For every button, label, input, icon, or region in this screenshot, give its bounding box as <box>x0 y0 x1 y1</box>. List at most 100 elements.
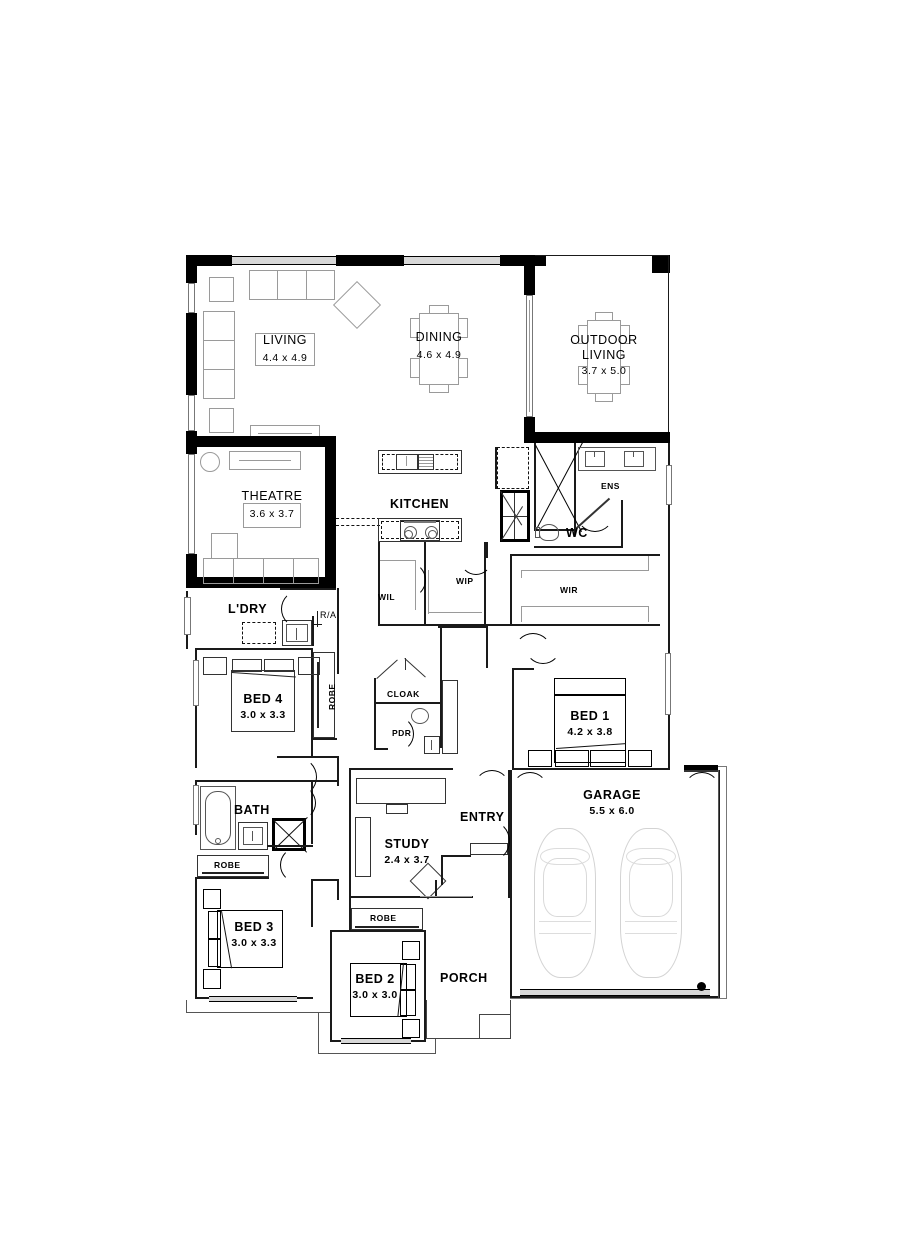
wall-wir-west <box>510 554 512 626</box>
room-dim-garage: 5.5 x 6.0 <box>589 805 635 817</box>
dining-chair-w1 <box>410 318 420 338</box>
wil-shelf <box>380 560 416 561</box>
bed1-bedside-2 <box>628 750 652 767</box>
study-desk <box>356 778 446 804</box>
ens-shower-dashed <box>497 447 529 489</box>
label-robe-bed2: ROBE <box>370 913 397 923</box>
wall-wc-south <box>534 546 623 548</box>
wall-study-north <box>349 768 453 770</box>
exterior-wall-top-left <box>186 255 232 266</box>
door-swing-front <box>468 820 510 862</box>
wall-hall-east <box>486 542 488 558</box>
label-robe-bed4: ROBE <box>327 683 337 710</box>
bed2-pillow-2 <box>400 990 416 1016</box>
porch-step-notch-a <box>479 1014 480 1039</box>
window-bed2-south <box>341 1038 411 1044</box>
window-bath-west <box>193 785 199 825</box>
ens-shower <box>500 490 530 542</box>
bed1-foot-1 <box>555 750 589 767</box>
bath-basin <box>243 827 263 845</box>
wir-shelf-top <box>521 570 649 571</box>
exterior-wall-left-bed4-a <box>195 648 197 660</box>
bed4-robe <box>313 652 335 738</box>
pdr-toilet <box>411 708 429 724</box>
exterior-wall-outdoor-south <box>524 432 670 443</box>
door-swing-garage-side <box>684 772 720 808</box>
bed1-foot-2 <box>590 750 626 767</box>
wall-study-west <box>349 768 351 898</box>
outdoor-chair-w2 <box>578 366 588 385</box>
slider-track <box>529 300 530 412</box>
room-label-bath: BATH <box>234 803 270 817</box>
ens-basin-1 <box>585 451 605 467</box>
exterior-wall-right-bed1 <box>668 715 670 770</box>
exterior-wall-left-bath-b <box>195 825 197 835</box>
room-label-wil: WIL <box>378 592 396 602</box>
bed4-pillow-1 <box>232 659 262 672</box>
wall-bed4-robe-bottom <box>311 738 337 740</box>
wall-theatre-east <box>325 436 336 588</box>
bed4-bedside-2 <box>298 657 320 675</box>
wall-dining-east-top <box>524 255 535 295</box>
window-living-north <box>232 256 336 265</box>
wall-hall-south-run <box>337 756 339 786</box>
porch-edge-west <box>426 1000 427 1039</box>
theatre-sofa <box>203 558 319 584</box>
wall-entry-step-a <box>435 880 437 898</box>
room-label-entry: ENTRY <box>460 810 505 824</box>
theatre-sofa-corner <box>211 533 238 559</box>
wall-pdr-south <box>374 748 388 750</box>
room-label-outdoor-living-2: LIVING <box>582 348 626 362</box>
window-living-west-upper <box>188 283 195 313</box>
wall-garage-west <box>510 770 512 998</box>
porch-step-notch-b <box>479 1014 510 1015</box>
room-dim-bed4: 3.0 x 3.3 <box>240 709 286 721</box>
theatre-tv-unit <box>229 451 301 470</box>
wall-bath-north <box>195 780 313 782</box>
wall-dining-east-bottom <box>524 417 535 443</box>
bath-robe <box>197 855 269 877</box>
room-dim-theatre: 3.6 x 3.7 <box>249 508 295 520</box>
wall-bed2-link <box>330 930 426 932</box>
wall-study-south <box>349 896 435 898</box>
porch-edge-south <box>426 1038 510 1039</box>
room-dim-bed3: 3.0 x 3.3 <box>231 937 277 949</box>
cloak-roof-left <box>376 659 398 679</box>
wall-ens-bath-right <box>574 443 576 535</box>
outdoor-chair-w1 <box>578 325 588 344</box>
wall-ens-bath-left <box>534 443 536 531</box>
outer-edge-right-top <box>718 766 727 767</box>
wall-bed2-east <box>424 932 426 1042</box>
exterior-wall-left-bed4-b <box>195 706 197 768</box>
living-sofa-north <box>249 270 335 300</box>
door-swing-bath <box>282 786 316 820</box>
exterior-wall-right-upper <box>668 443 670 465</box>
exterior-wall-left-a <box>186 255 197 283</box>
window-bed1-east <box>665 653 671 715</box>
wall-study-hall-link <box>349 898 351 932</box>
living-side-table-top <box>209 277 234 302</box>
wall-cloak-hall <box>440 626 442 678</box>
theatre-speaker <box>200 452 220 472</box>
living-side-table-bottom <box>209 408 234 433</box>
wall-bath-south <box>195 877 269 879</box>
theatre-label-box <box>243 503 301 528</box>
wc-cistern <box>535 527 540 538</box>
bed1-bedside-1 <box>528 750 552 767</box>
ldry-appliance <box>242 622 276 644</box>
room-label-bed1: BED 1 <box>570 709 610 723</box>
window-living-west-lower <box>188 395 195 431</box>
wall-cloak-west <box>374 678 376 748</box>
room-label-bed2: BED 2 <box>355 972 395 986</box>
wall-ldry-top-return <box>280 588 336 590</box>
wall-bed4-east <box>311 648 313 756</box>
window-bed4-west <box>193 660 199 706</box>
cloak-roof-right <box>404 658 426 678</box>
window-theatre-west <box>188 454 195 554</box>
cloak-shelf-east <box>442 680 458 754</box>
garage-side-door-head <box>684 765 718 770</box>
wall-bath-east <box>311 782 313 844</box>
door-swing-garage-internal <box>512 772 548 808</box>
wall-bed1-north <box>512 668 534 670</box>
